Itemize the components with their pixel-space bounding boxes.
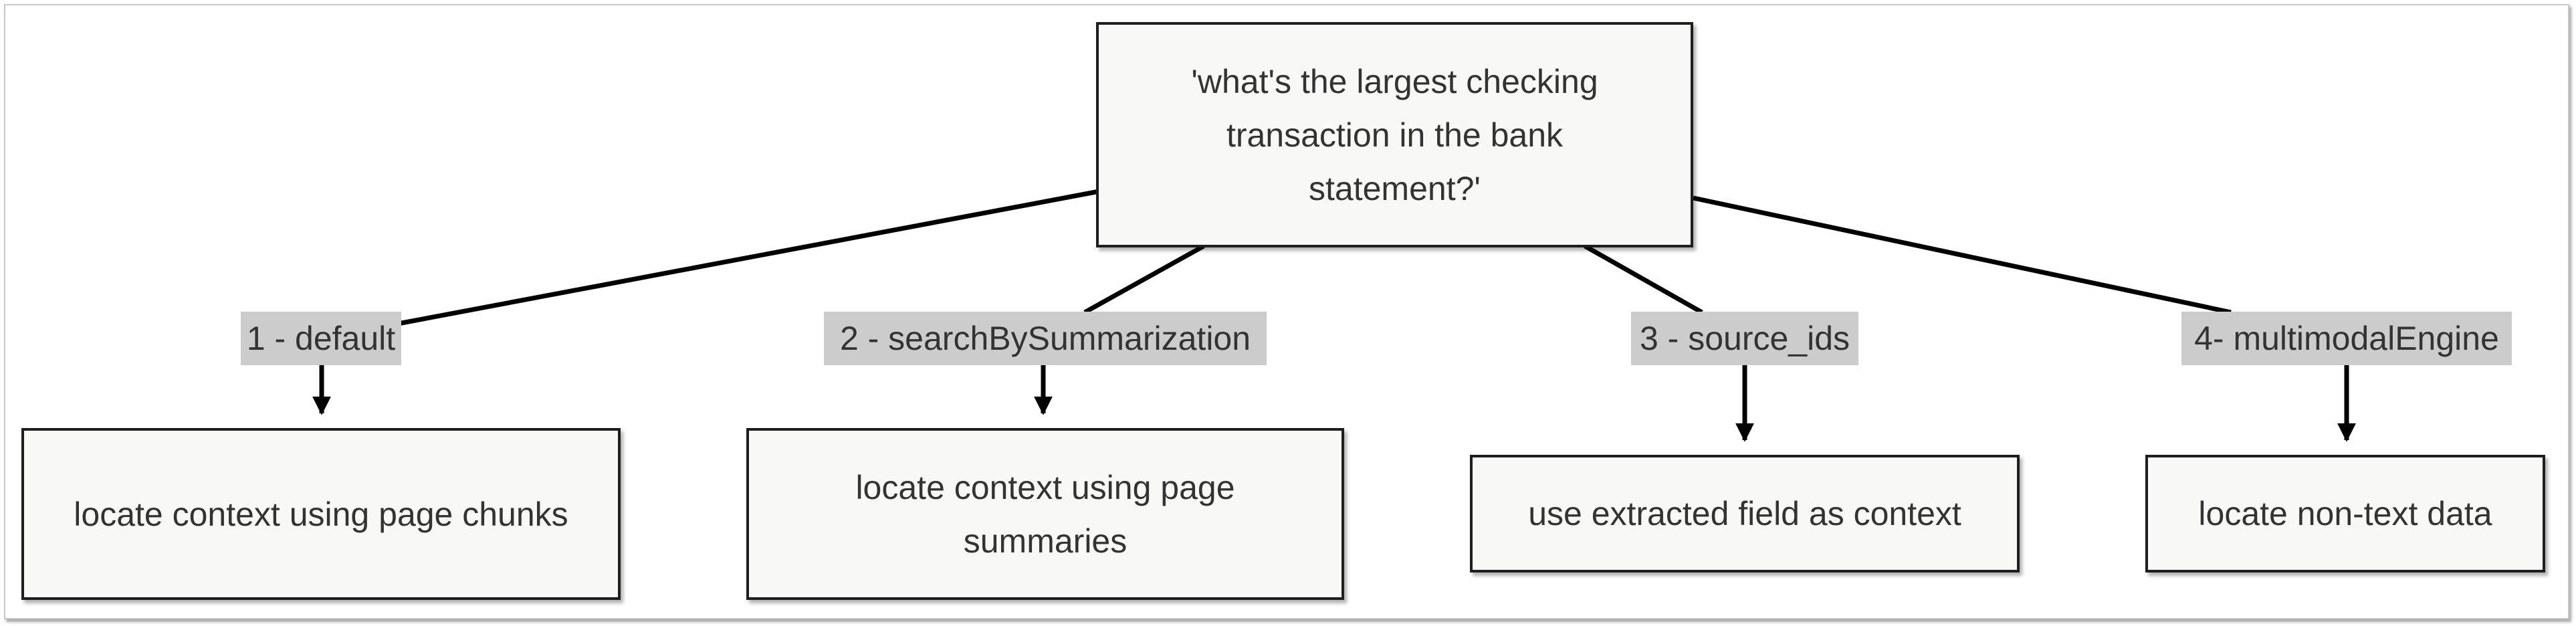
- branch-label-multimodal-engine: 4- multimodalEngine: [2181, 312, 2512, 365]
- result-text: use extracted field as context: [1528, 495, 1961, 532]
- edge-root-to-branch-1: [397, 189, 1100, 326]
- result-box-non-text-data: locate non-text data: [2145, 455, 2545, 572]
- branch-label-text: 1 - default: [246, 320, 396, 357]
- result-box-page-summaries: locate context using page summaries: [746, 428, 1344, 600]
- branch-label-search-by-summarization: 2 - searchBySummarization: [824, 312, 1267, 365]
- branch-label-text: 4- multimodalEngine: [2194, 320, 2499, 357]
- result-text: locate context using page chunks: [74, 495, 568, 533]
- result-text: locate non-text data: [2198, 495, 2492, 532]
- edge-root-to-branch-3: [1584, 243, 1703, 315]
- branch-label-source-ids: 3 - source_ids: [1631, 312, 1858, 365]
- result-text: locate context using page summaries: [855, 468, 1235, 560]
- result-box-page-chunks: locate context using page chunks: [21, 428, 621, 600]
- branch-label-default: 1 - default: [241, 312, 401, 365]
- root-question-text: 'what's the largest checking transaction…: [1191, 62, 1598, 207]
- edge-root-to-branch-4: [1693, 195, 2232, 315]
- result-box-extracted-field: use extracted field as context: [1470, 455, 2020, 572]
- edge-root-to-branch-2: [1083, 243, 1205, 315]
- root-question-box: 'what's the largest checking transaction…: [1096, 22, 1693, 247]
- branch-label-text: 3 - source_ids: [1639, 320, 1850, 357]
- branch-label-text: 2 - searchBySummarization: [839, 320, 1251, 357]
